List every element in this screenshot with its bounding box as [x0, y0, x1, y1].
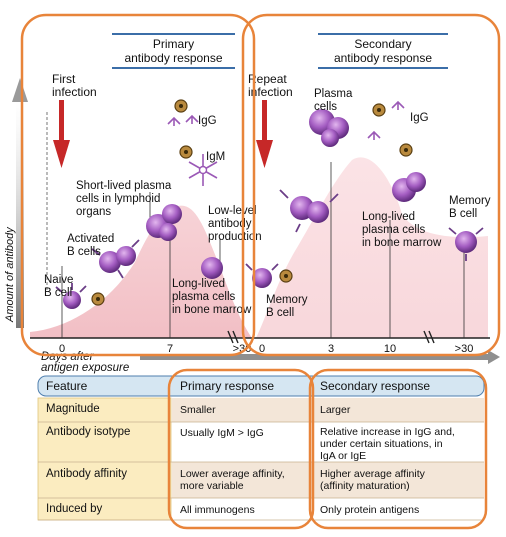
- igg-label-secondary: IgG: [410, 112, 429, 124]
- tick-label: 7: [167, 343, 173, 355]
- secondary-panel-highlight: [241, 13, 501, 357]
- primary-title-line: Primary: [152, 37, 195, 51]
- feature-affinity: Antibody affinity: [46, 468, 127, 480]
- naive-b-cell: [55, 283, 87, 309]
- cell-line: Smaller: [180, 404, 216, 416]
- secondary-plasma-cells: [309, 109, 349, 147]
- secondary-title-line: antibody response: [333, 51, 433, 65]
- secondary-affinity: Higher average affinity (affinity matura…: [320, 468, 425, 492]
- cell-line: more variable: [180, 480, 244, 492]
- x-axis-arrow-head: [488, 350, 500, 364]
- secondary-activated-cells: [279, 189, 339, 233]
- axis-break-mark: [232, 330, 239, 344]
- first-infection-arrowhead: [53, 140, 70, 168]
- cell-line: IgA or IgE: [320, 450, 367, 462]
- cell-line: All immunogens: [180, 504, 255, 516]
- tick-label: 10: [384, 343, 396, 355]
- repeat-infection-arrow: [262, 100, 267, 144]
- secondary-column-highlight: [308, 368, 488, 530]
- igm-antibody-icon: [179, 145, 218, 186]
- header-secondary: Secondary response: [320, 379, 431, 393]
- y-axis-arrow-shaft: [16, 100, 24, 328]
- tick-label: >30: [455, 343, 474, 355]
- feature-isotype: Antibody isotype: [46, 426, 131, 438]
- header-feature: Feature: [46, 379, 88, 393]
- tick-label: 0: [59, 343, 65, 355]
- axis-break-mark: [227, 330, 234, 344]
- tick-label: 0: [259, 343, 265, 355]
- primary-long-lived-plasma-cell: [201, 257, 223, 279]
- secondary-panel-title: Secondary antibody response: [318, 37, 448, 65]
- row-bg-magnitude: [172, 398, 484, 422]
- primary-response-curve: [30, 205, 252, 338]
- secondary-title-line: Secondary: [354, 37, 412, 51]
- cell-line: Higher average affinity: [320, 468, 425, 480]
- cell-line: Lower average affinity,: [180, 468, 285, 480]
- primary-affinity: Lower average affinity, more variable: [180, 468, 285, 492]
- primary-magnitude: Smaller: [180, 404, 216, 416]
- y-axis-arrow-head: [12, 78, 28, 102]
- primary-title-line: antibody response: [124, 51, 223, 65]
- feature-column-bg: [37, 397, 172, 521]
- igg-antibody-icon: [367, 100, 413, 157]
- secondary-induced-by: Only protein antigens: [320, 504, 419, 516]
- row-bg-affinity: [172, 462, 484, 498]
- igg-antibody-icon: [167, 99, 199, 126]
- cell-line: (affinity maturation): [320, 480, 410, 492]
- secondary-response-curve: [256, 157, 488, 338]
- table-header-bg: [37, 375, 485, 397]
- tick-label: 3: [328, 343, 334, 355]
- repeat-infection-arrowhead: [256, 140, 273, 168]
- memory-b-cell-2: [448, 227, 484, 261]
- primary-panel-title: Primary antibody response: [112, 37, 235, 65]
- axis-break-mark: [423, 330, 430, 344]
- cell-line: under certain situations, in: [320, 438, 443, 450]
- cell-line: Usually IgM > IgG: [180, 427, 264, 439]
- secondary-long-lived-plasma-cells: [392, 172, 426, 202]
- primary-induced-by: All immunogens: [180, 504, 255, 516]
- primary-isotype: Usually IgM > IgG: [180, 427, 264, 439]
- x-axis-arrow-shaft: [140, 354, 490, 360]
- feature-induced-by: Induced by: [46, 503, 103, 515]
- secondary-magnitude: Larger: [320, 404, 350, 416]
- primary-panel-highlight: [20, 13, 256, 357]
- cell-line: Relative increase in IgG and,: [320, 426, 455, 438]
- antigen-icon: [279, 269, 293, 283]
- secondary-isotype: Relative increase in IgG and, under cert…: [320, 426, 455, 462]
- primary-column-highlight: [167, 368, 315, 530]
- short-lived-plasma-cells: [146, 204, 182, 241]
- antigen-icon: [91, 292, 105, 306]
- igg-label-primary: IgG: [198, 115, 217, 127]
- axis-break-mark: [428, 330, 435, 344]
- cell-line: Larger: [320, 404, 351, 416]
- y-axis-label: Amount of antibody: [4, 226, 16, 323]
- activated-b-cells: [91, 239, 140, 279]
- feature-magnitude: Magnitude: [46, 403, 100, 415]
- cell-line: Only protein antigens: [320, 504, 420, 516]
- first-infection-arrow: [59, 100, 64, 144]
- igm-label: IgM: [206, 151, 225, 163]
- memory-b-cell-1: [245, 263, 279, 288]
- header-primary: Primary response: [180, 379, 275, 393]
